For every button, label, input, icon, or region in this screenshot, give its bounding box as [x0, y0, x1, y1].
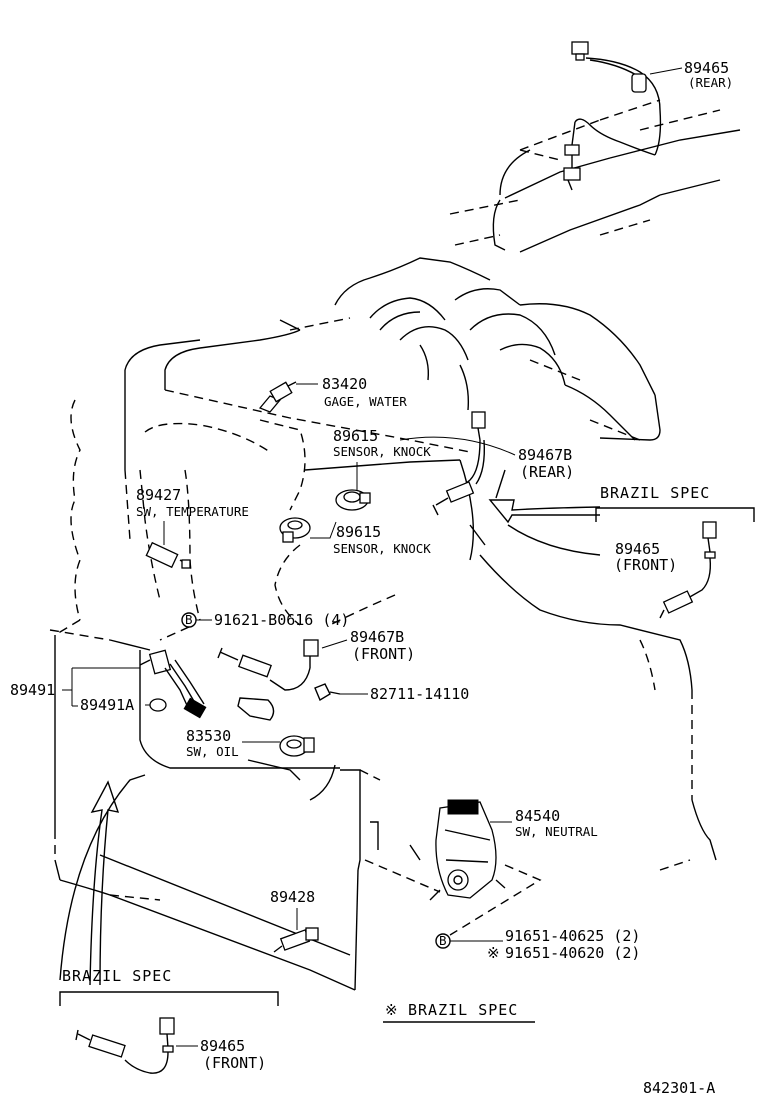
- brazil-spec-left-title: BRAZIL SPEC: [62, 967, 172, 985]
- oil-switch-83530[interactable]: [279, 735, 315, 757]
- oxygen-sensor-89467b-rear[interactable]: [432, 411, 486, 516]
- part-89465-front-right-number: 89465: [615, 540, 660, 558]
- part-91651-b-mark: ※: [487, 944, 500, 962]
- part-89467b-front-number: 89467B: [350, 628, 404, 646]
- part-89615-upper-number: 89615: [333, 427, 378, 445]
- catalytic-converter-outline: [449, 99, 741, 253]
- oxygen-sensor-89465-rear[interactable]: [519, 41, 662, 191]
- part-83420-number: 83420: [322, 375, 367, 393]
- diagram-id: 842301-A: [643, 1079, 715, 1097]
- brazil-note-text: BRAZIL SPEC: [408, 1001, 518, 1019]
- oxygen-sensor-89467b-front[interactable]: [217, 639, 319, 691]
- part-84540-subtitle: SW, NEUTRAL: [515, 824, 598, 839]
- part-89467b-rear-subtitle: (REAR): [520, 463, 574, 481]
- leader-89491: [62, 667, 140, 707]
- cover-plate: [237, 697, 275, 721]
- part-82711-code: 82711-14110: [370, 685, 469, 703]
- sensor-harness-89491[interactable]: [139, 649, 207, 719]
- transmission-outline: [49, 629, 421, 991]
- brazil-note-mark: ※: [385, 1001, 399, 1019]
- intake-manifold-outline: [289, 257, 661, 441]
- svg-text:B: B: [185, 612, 193, 627]
- leader-89465-rear: [649, 67, 683, 75]
- knock-sensor-89615-lower[interactable]: [279, 517, 311, 543]
- part-89428-number: 89428: [270, 888, 315, 906]
- part-89427-number: 89427: [136, 486, 181, 504]
- gasket-89491a[interactable]: [149, 698, 167, 712]
- part-89465-front-left-subtitle: (FRONT): [203, 1054, 266, 1072]
- part-89465-rear-number: 89465: [684, 59, 729, 77]
- leader-91621-dashed: [159, 626, 190, 641]
- leader-89615-lower: [310, 521, 337, 539]
- part-89427-subtitle: SW, TEMPERATURE: [136, 504, 249, 519]
- part-89615-lower-subtitle: SENSOR, KNOCK: [333, 541, 431, 556]
- oxygen-sensor-89465-front-left[interactable]: [75, 1017, 175, 1074]
- part-83530-number: 83530: [186, 727, 231, 745]
- leader-89467b-front: [321, 639, 348, 649]
- part-89465-front-right-subtitle: (FRONT): [614, 556, 677, 574]
- engine-block-outline: [54, 319, 717, 881]
- part-91651-a-code: 91651-40625 (2): [505, 927, 640, 945]
- oxygen-sensor-89465-front-right[interactable]: [659, 521, 717, 619]
- part-83530-subtitle: SW, OIL: [186, 744, 239, 759]
- part-84540-number: 84540: [515, 807, 560, 825]
- part-89491a-number: 89491A: [80, 696, 134, 714]
- temperature-switch-89427[interactable]: [145, 541, 191, 569]
- part-89465-rear-subtitle: (REAR): [688, 75, 733, 90]
- sensor-89428[interactable]: [273, 927, 319, 953]
- part-89615-upper-subtitle: SENSOR, KNOCK: [333, 444, 431, 459]
- part-91621-code: 91621-B0616 (4): [214, 611, 349, 629]
- leader-84540-dashed-b: [449, 864, 542, 936]
- part-89467b-rear-number: 89467B: [518, 446, 572, 464]
- part-91651-b-code: 91651-40620 (2): [505, 944, 640, 962]
- neutral-switch-84540[interactable]: [429, 799, 506, 901]
- water-gage-83420[interactable]: [258, 381, 297, 413]
- brazil-spec-right-bracket: [595, 507, 755, 522]
- marker-b-lower: B: [435, 933, 451, 949]
- marker-b-upper: B: [181, 612, 197, 628]
- knock-sensor-89615-upper[interactable]: [335, 489, 371, 511]
- brazil-spec-left-bracket: [59, 991, 279, 1006]
- leader-84540-dashed-a: [364, 859, 441, 893]
- pointer-arrows: [59, 469, 601, 986]
- clamp-82711[interactable]: [314, 683, 341, 702]
- part-89465-front-left-number: 89465: [200, 1037, 245, 1055]
- part-89467b-front-subtitle: (FRONT): [352, 645, 415, 663]
- part-89491-number: 89491: [10, 681, 55, 699]
- part-83420-subtitle: GAGE, WATER: [324, 394, 407, 409]
- leader-89467b-rear: [399, 436, 516, 456]
- brazil-spec-right-title: BRAZIL SPEC: [600, 484, 710, 502]
- part-89615-lower-number: 89615: [336, 523, 381, 541]
- svg-text:B: B: [439, 933, 447, 948]
